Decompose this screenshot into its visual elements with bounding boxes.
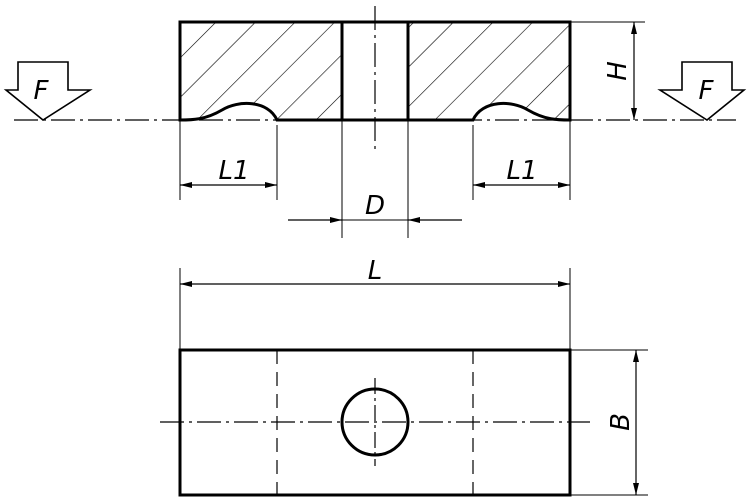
force-arrow-left: F [3,61,93,121]
force-label-left: F [34,76,50,106]
height-dimension: H [570,21,645,120]
slot-length-label-left: L1 [218,156,249,186]
length-dimension: L [179,256,571,350]
right-hatched-section [406,20,572,122]
width-dimension: B [570,349,648,496]
slot-length-dimension-right: L1 [472,120,571,200]
top-view [160,348,590,497]
length-label: L [368,256,383,286]
slot-length-label-right: L1 [506,156,537,186]
width-label: B [606,413,636,431]
force-arrow-right: F [657,61,747,121]
height-label: H [603,61,633,81]
force-label-right: F [699,76,715,106]
left-hatched-section [178,20,344,122]
front-section-view [14,6,736,150]
hole-diameter-label: D [365,191,385,221]
slot-length-dimension-left: L1 [179,120,278,200]
hole-diameter-dimension: D [288,120,462,238]
